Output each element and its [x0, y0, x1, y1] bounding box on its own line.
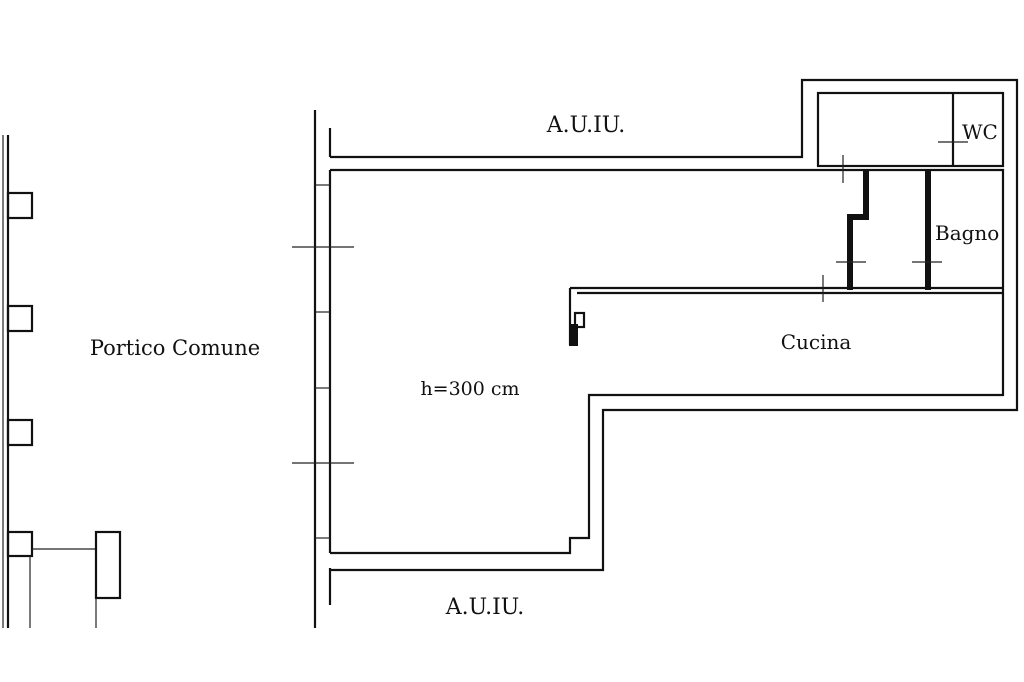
- bagno-walls: [836, 170, 942, 290]
- bagno-right-partition: [925, 170, 931, 290]
- label-wc: WC: [962, 120, 998, 144]
- portico-structure: [2, 135, 122, 628]
- partition-fixture: [573, 311, 586, 329]
- label-auiu-top: A.U.IU.: [546, 113, 626, 138]
- cucina-partition: [568, 275, 1003, 346]
- pillar: [6, 530, 34, 558]
- label-height: h=300 cm: [420, 378, 519, 400]
- pillar-tall: [94, 530, 122, 600]
- label-auiu-bottom: A.U.IU.: [445, 595, 525, 620]
- wc-block: [816, 91, 1005, 183]
- unit-outer-wall: [330, 78, 1019, 572]
- pillar: [6, 304, 34, 333]
- facade-wall: [292, 110, 354, 628]
- pillar: [6, 418, 34, 447]
- label-portico: Portico Comune: [90, 336, 260, 360]
- label-bagno: Bagno: [935, 221, 999, 245]
- label-cucina: Cucina: [781, 330, 852, 354]
- pillar: [6, 191, 34, 220]
- unit-inner-wall: [330, 168, 1005, 555]
- partition-stub: [569, 324, 578, 346]
- bagno-left-partition: [847, 170, 869, 290]
- wc-room-wall: [816, 91, 1005, 168]
